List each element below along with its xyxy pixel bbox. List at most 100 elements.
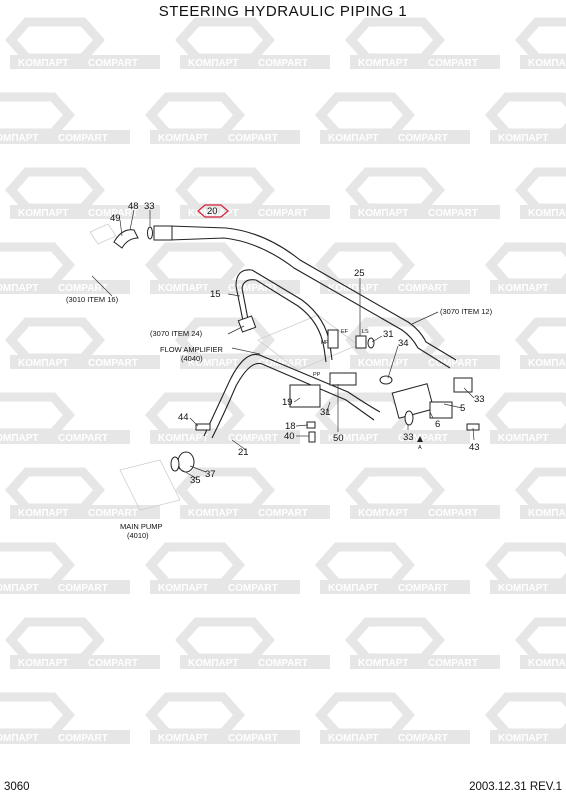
callout-5: 5 — [460, 403, 465, 414]
watermark-word-b: COMPART — [58, 733, 108, 744]
watermark-banner — [350, 355, 500, 369]
arrow-a-icon — [417, 436, 423, 442]
port-ls: LS — [362, 329, 369, 335]
watermark-banner — [0, 580, 130, 594]
bolt-44 — [195, 423, 211, 431]
callout-35: 35 — [190, 475, 201, 486]
callout-25: 25 — [354, 268, 365, 279]
watermark-hexagon — [484, 692, 566, 738]
watermark-word-a: KOMПAPT — [18, 508, 69, 519]
watermark-hexagon — [484, 92, 566, 138]
reference-labels: (3010 ITEM 16) (3070 ITEM 24) (3070 ITEM… — [66, 295, 493, 540]
fitting-ef — [327, 329, 339, 349]
watermark-hexagon — [144, 542, 246, 588]
watermark-hexagon — [514, 17, 566, 63]
callout-21: 21 — [238, 447, 249, 458]
watermark-hexagon — [314, 692, 416, 738]
watermark-word-a: KOMПAPT — [328, 133, 379, 144]
watermark-banner — [520, 655, 566, 669]
watermark-word-a: KOMПAPT — [0, 433, 39, 444]
leader-lines — [91, 209, 475, 479]
callout-20: 20 — [207, 206, 218, 217]
watermark-hexagon — [0, 542, 76, 588]
watermark-hexagon — [174, 617, 276, 663]
callout-6: 6 — [435, 419, 440, 430]
watermark-banner — [520, 55, 566, 69]
oring-33c — [404, 410, 414, 426]
watermark-word-a: KOMПAPT — [358, 358, 409, 369]
watermark-banner — [0, 430, 130, 444]
watermark-word-a: KOMПAPT — [498, 433, 549, 444]
watermark-word-a: KOMПAPT — [158, 133, 209, 144]
port-pp: PP — [313, 372, 321, 378]
watermark-layer: KOMПAPT COMPART KOMПAPT COMPART KOMПAPT COMPA… — [0, 17, 566, 744]
watermark-hexagon — [514, 317, 566, 363]
watermark-word-a: KOMПAPT — [358, 58, 409, 69]
watermark-word-a: KOMПAPT — [528, 58, 566, 69]
watermark-hexagon — [144, 392, 246, 438]
watermark-banner — [150, 730, 300, 744]
oring-31 — [367, 337, 375, 349]
ref-3010-item16: (3010 ITEM 16) — [66, 295, 119, 304]
callout-19: 19 — [282, 397, 293, 408]
watermark-hexagon — [174, 167, 276, 213]
watermark-banner — [150, 580, 300, 594]
watermark-word-a: KOMПAPT — [358, 508, 409, 519]
connector-block-5 — [391, 383, 435, 419]
watermark-word-a: KOMПAPT — [188, 658, 239, 669]
watermark-word-b: COMPART — [258, 508, 308, 519]
watermark-word-b: COMPART — [258, 358, 308, 369]
watermark-hexagon — [314, 242, 416, 288]
hose-15 — [235, 269, 333, 361]
watermark-word-a: KOMПAPT — [328, 283, 379, 294]
watermark-banner — [10, 205, 160, 219]
watermark-hexagon — [174, 17, 276, 63]
watermark-word-a: KOMПAPT — [328, 433, 379, 444]
watermark-hexagon — [514, 467, 566, 513]
watermark-word-a: KOMПAPT — [18, 658, 69, 669]
oring-34 — [379, 375, 393, 385]
watermark-word-b: COMPART — [258, 658, 308, 669]
watermark-word-b: COMPART — [58, 433, 108, 444]
watermark-word-b: COMPART — [228, 733, 278, 744]
highlight-marker-20[interactable] — [197, 204, 229, 218]
watermark-hexagon — [0, 392, 76, 438]
watermark-banner — [320, 730, 470, 744]
fittings — [113, 225, 480, 473]
watermark-word-a: KOMПAPT — [0, 583, 39, 594]
watermark-hexagon — [4, 317, 106, 363]
watermark-word-b: COMPART — [398, 733, 448, 744]
watermark-word-a: KOMПAPT — [358, 208, 409, 219]
watermark-hexagon — [484, 392, 566, 438]
watermark-word-a: KOMПAPT — [498, 283, 549, 294]
label-main-pump-code: (4010) — [127, 531, 149, 540]
watermark-hexagon — [314, 92, 416, 138]
watermark-word-b: COMPART — [228, 283, 278, 294]
hose-20 — [169, 225, 457, 361]
watermark-word-a: KOMПAPT — [188, 358, 239, 369]
watermark-word-a: KOMПAPT — [0, 133, 39, 144]
ref-3070-item12: (3070 ITEM 12) — [440, 307, 493, 316]
block-6 — [429, 401, 453, 419]
callout-40: 40 — [284, 431, 295, 442]
watermark-word-b: COMPART — [428, 358, 478, 369]
watermark-hexagon — [344, 467, 446, 513]
watermark-word-a: KOMПAPT — [528, 208, 566, 219]
watermark-banner — [10, 655, 160, 669]
watermark-banner — [10, 55, 160, 69]
watermark-banner — [150, 430, 300, 444]
watermark-word-b: COMPART — [398, 433, 448, 444]
oring-33a — [147, 226, 153, 240]
callout-31a: 31 — [383, 329, 394, 340]
watermark-word-b: COMPART — [258, 58, 308, 69]
watermark-word-b: COMPART — [428, 208, 478, 219]
watermark-banner — [180, 205, 330, 219]
watermark-word-a: KOMПAPT — [158, 733, 209, 744]
watermark-banner — [320, 580, 470, 594]
watermark-banner — [490, 430, 566, 444]
watermark-word-a: KOMПAPT — [18, 208, 69, 219]
watermark-word-a: KOMПAPT — [528, 658, 566, 669]
watermark-word-a: KOMПAPT — [18, 58, 69, 69]
watermark-hexagon — [144, 692, 246, 738]
